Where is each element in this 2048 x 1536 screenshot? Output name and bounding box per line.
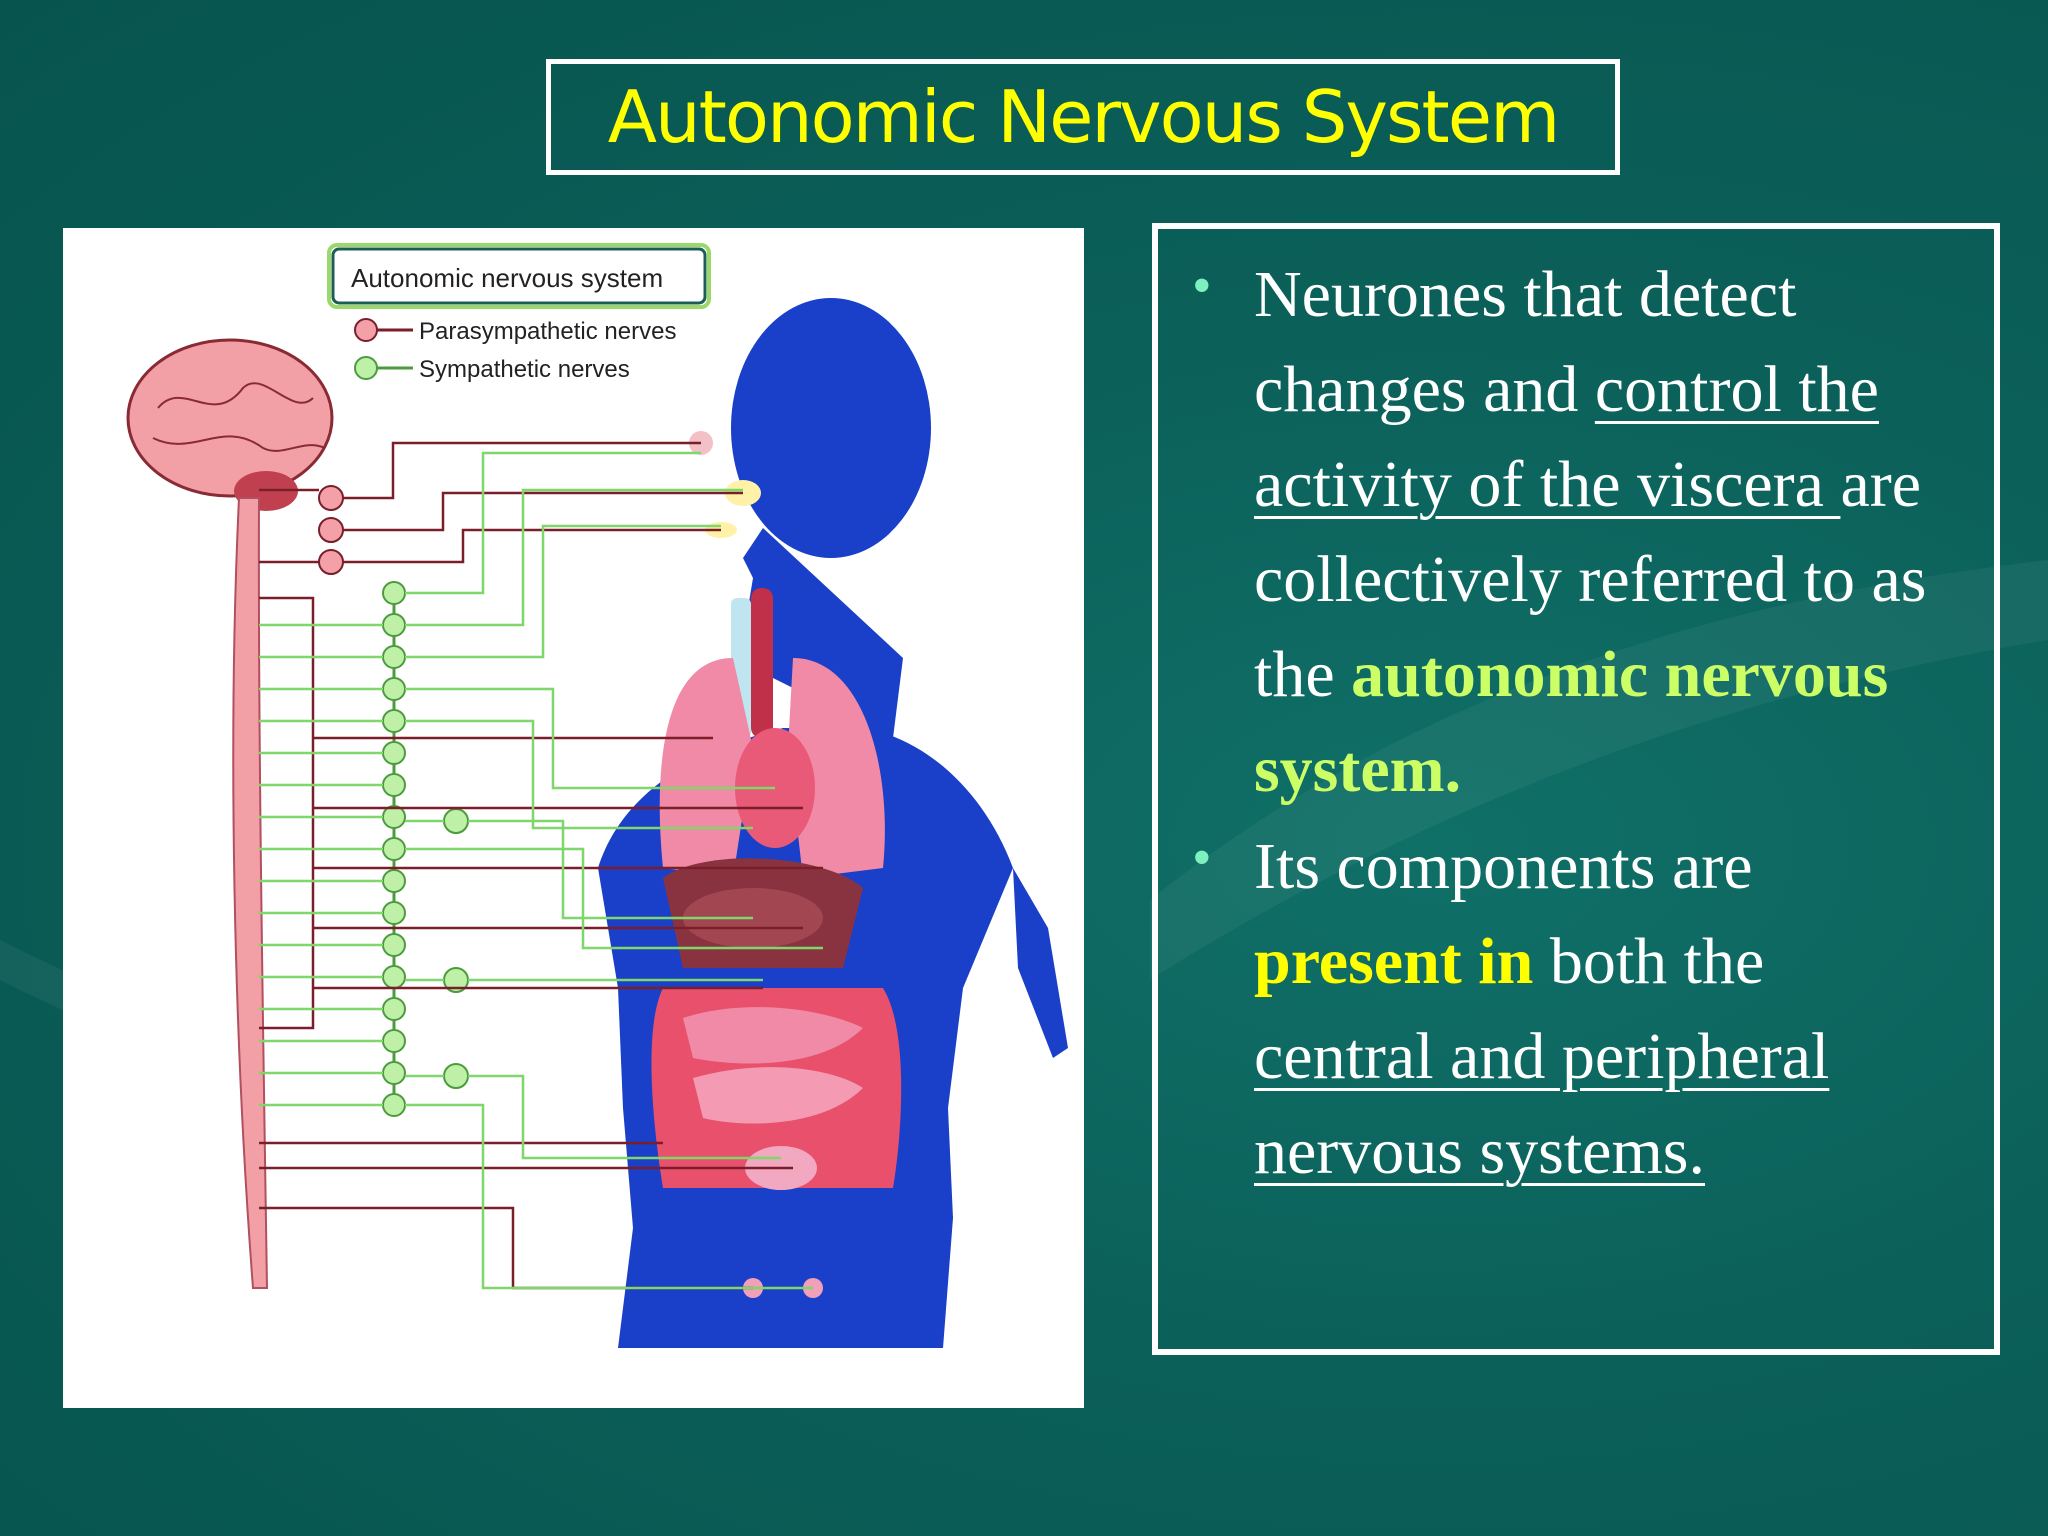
bullet-1-text-cont: are collectively referred to as the	[1254, 448, 1927, 711]
sympathetic-nerves	[259, 451, 823, 1290]
bullet-text-box: • Neurones that detect changes and contr…	[1152, 223, 2000, 1355]
anatomy-figure: Autonomic nervous system Parasympathetic…	[63, 228, 1084, 1408]
legend: Autonomic nervous system Parasympathetic…	[327, 243, 711, 383]
title-box: Autonomic Nervous System	[546, 59, 1620, 175]
bullet-1-highlight: autonomic nervous system.	[1254, 638, 1889, 806]
bullet-2-underlined-end: .	[1688, 1115, 1705, 1188]
legend-parasympathetic-label: Parasympathetic nerves	[419, 318, 676, 345]
bullet-2-text: Its components are	[1254, 830, 1753, 903]
legend-sympathetic-label: Sympathetic nerves	[419, 356, 630, 383]
slide-title: Autonomic Nervous System	[607, 75, 1560, 159]
bullet-2-highlight: present in	[1254, 925, 1534, 998]
bullet-2-text-cont: both the	[1533, 925, 1765, 998]
brain-and-spinal-cord	[126, 338, 334, 1289]
bullet-dot: •	[1192, 827, 1212, 889]
legend-title: Autonomic nervous system	[351, 263, 663, 293]
sympathetic-chain	[382, 581, 469, 1117]
parasympathetic-nerves	[259, 441, 823, 1290]
bullet-2: • Its components are present in both the…	[1192, 819, 1954, 1199]
bullet-1: • Neurones that detect changes and contr…	[1192, 247, 1954, 817]
bullet-dot: •	[1192, 255, 1212, 317]
legend-parasympathetic: Parasympathetic nerves	[354, 318, 676, 345]
parasympathetic-ganglia	[318, 485, 344, 575]
nervous-system-diagram: Autonomic nervous system Parasympathetic…	[126, 243, 1068, 1348]
bullet-2-underlined: central and peripheral nervous systems	[1254, 1020, 1830, 1188]
bullet-1-text: Neurones that detect changes and	[1254, 258, 1797, 426]
legend-sympathetic: Sympathetic nerves	[354, 356, 630, 383]
bullet-1-underlined: control the activity of the viscera	[1254, 353, 1879, 521]
